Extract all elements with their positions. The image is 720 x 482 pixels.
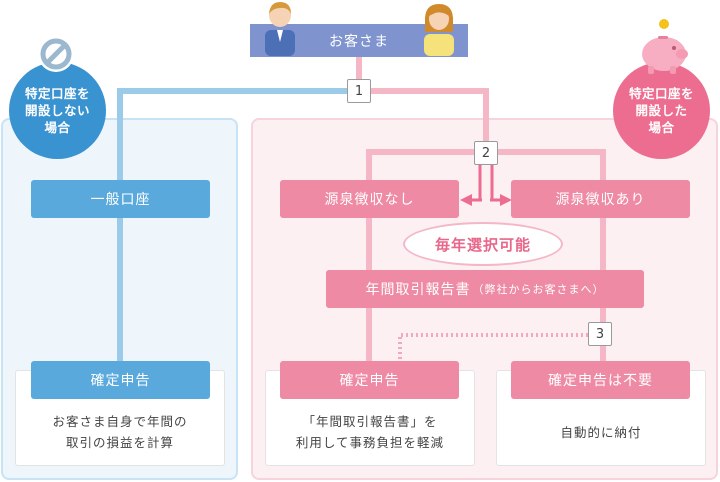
no-account-circle: 特定口座を 開設しない 場合: [9, 62, 106, 159]
step-3: 3: [588, 322, 612, 346]
not-required-desc: 自動的に納付: [560, 425, 642, 440]
step-2: 2: [474, 141, 498, 165]
right-tax-return-desc: 「年間取引報告書」を 利用して事務負担を軽減: [295, 414, 445, 450]
left-tax-return-box: 確定申告: [31, 361, 210, 399]
right-tax-return-box: 確定申告: [280, 361, 459, 399]
annual-report-box: 年間取引報告書 （弊社からお客さまへ）: [326, 270, 644, 308]
prohibited-icon: [38, 36, 74, 72]
arrow-right-head: [500, 194, 512, 206]
piggy-bank-icon: [642, 19, 688, 74]
with-account-circle: 特定口座を 開設した 場合: [613, 62, 710, 159]
general-account-box: 一般口座: [31, 180, 210, 218]
annual-report-label: 年間取引報告書: [365, 282, 471, 298]
yearly-select-oval: 毎年選択可能: [403, 222, 563, 266]
step-1: 1: [347, 79, 371, 103]
annual-report-sub: （弊社からお客さまへ）: [472, 283, 605, 296]
left-tax-return-desc: お客さま自身で年間の 取引の損益を計算: [52, 414, 188, 450]
arrow-left-head: [460, 194, 472, 206]
no-withholding-box: 源泉徴収なし: [280, 180, 459, 218]
withholding-box: 源泉徴収あり: [511, 180, 690, 218]
woman-icon: [424, 4, 454, 56]
not-required-box: 確定申告は不要: [511, 361, 690, 399]
man-icon: [265, 2, 295, 56]
